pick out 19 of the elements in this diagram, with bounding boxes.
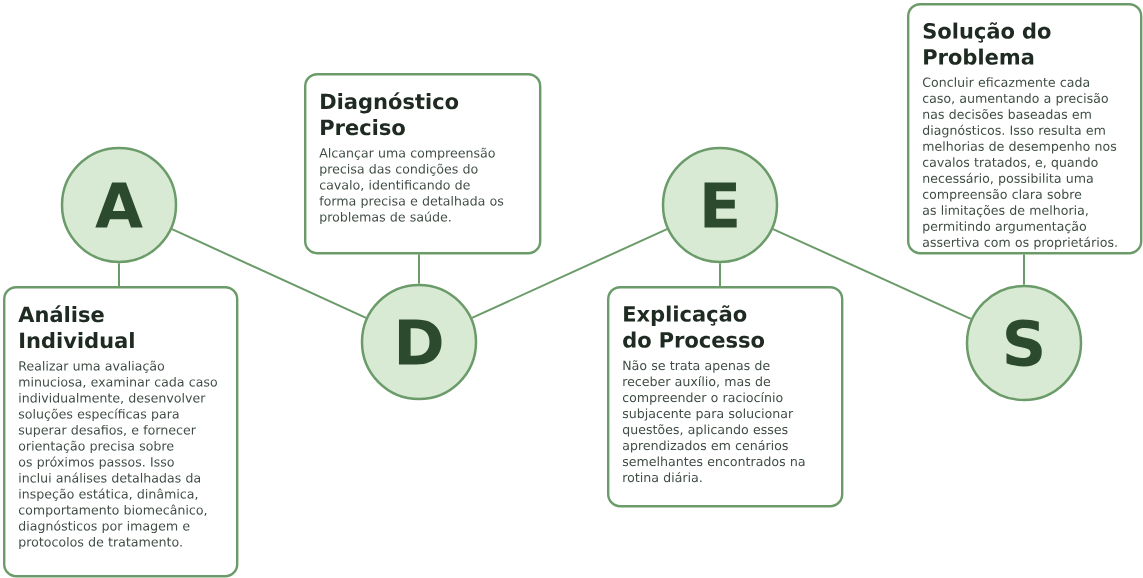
step-card — [304, 73, 542, 255]
connector-line — [1023, 253, 1025, 286]
step-card — [607, 286, 844, 508]
card-text: Alcançar uma compreensão precisa das condições do cavalo, identificando de forma precisa e detalhada os problemas de saúde. — [319, 147, 504, 225]
card-heading: Diagnóstico Preciso — [321, 92, 459, 136]
connector-line — [772, 228, 972, 320]
step-card — [907, 3, 1143, 255]
card-text: Não se trata apenas de receber auxílio, mas de compreender o raciocínio subjacente para solucionar questões, aplicando esses aprendizados em cenários semelhantes encontrados na rotina diária. — [622, 360, 805, 483]
connector-line — [719, 262, 721, 287]
card-text: Realizar uma avaliação minuciosa, examinar cada caso individualmente, desenvolver soluções específicas para superar desafios, e fornecer orientação precisa sobre os próximos passos. Isso inclui análises detalhadas da inspeção estática, dinâmica, comportamento biomecânico, diagnósticos por imagem e protocolos de tratamento. — [18, 360, 217, 550]
connector-line — [418, 253, 420, 285]
card-heading: Análise Individual — [18, 305, 134, 349]
card-heading: Solução do Problema — [923, 22, 1051, 65]
card-text: Concluir eficazmente cada caso, aumentando a precisão nas decisões baseadas em diagnósticos. Isso resulta em melhorias de desempenho nos cavalos tratados, e, quando necessário, possibilita uma compreensão clara sobre as limitações de melhoria, permitindo argumentação assertiva com os proprietários. — [922, 77, 1117, 250]
step-card — [3, 286, 239, 578]
connector-line — [471, 228, 668, 319]
connector-line — [171, 228, 368, 319]
connector-line — [118, 262, 120, 287]
card-heading: Explicação do Processo — [623, 305, 765, 348]
